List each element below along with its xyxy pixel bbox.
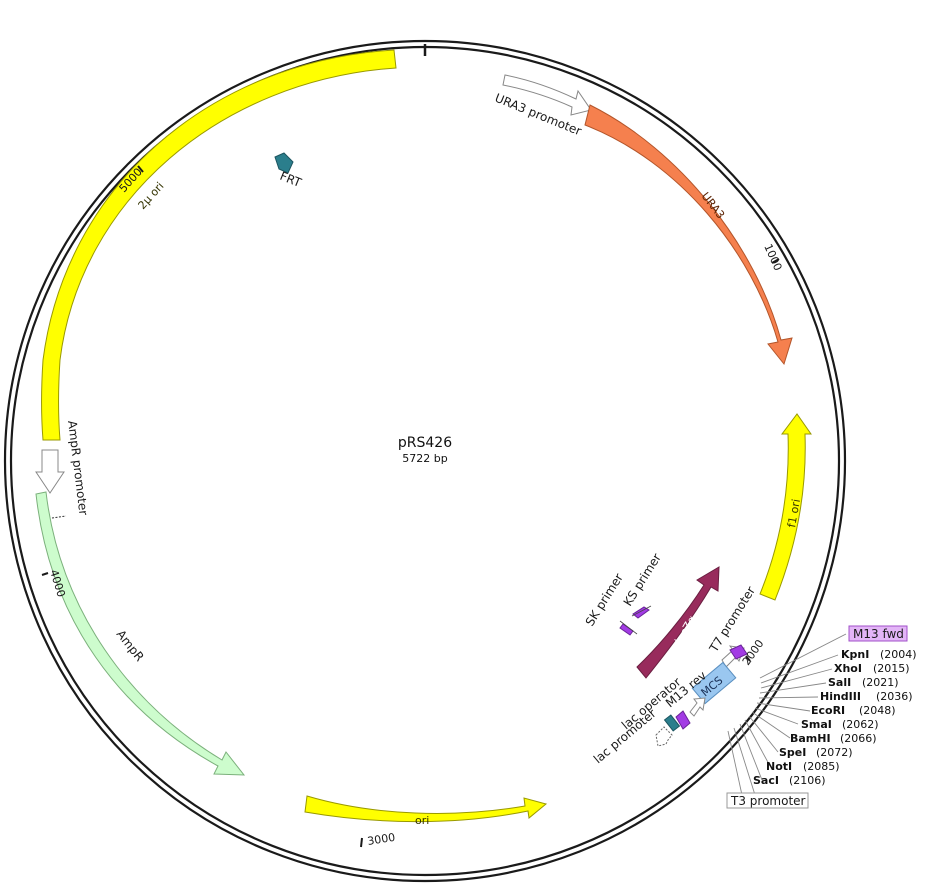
feature-lac-operator[interactable] [663,714,681,732]
label-lac-promoter: lac promoter [591,706,659,766]
label-f1-ori: f1 ori [785,498,803,529]
svg-text:BamHI: BamHI [790,732,831,745]
site-leader-lines [727,633,847,796]
feature-small-open-arrow [689,697,706,717]
svg-text:SalI: SalI [828,676,851,689]
svg-text:(2106): (2106) [789,774,826,787]
feature-ampr[interactable] [35,491,246,776]
feature-2u-ori[interactable] [41,49,397,441]
ampr-dotted-marker [51,515,67,519]
svg-text:KpnI: KpnI [841,648,869,661]
svg-text:XhoI: XhoI [834,662,862,675]
site-saci[interactable]: SacI (2106) [753,774,826,787]
tick-4000-mark [41,572,49,576]
feature-ura3-promoter[interactable] [502,74,592,116]
feature-f1-ori[interactable] [759,413,812,601]
svg-text:(2085): (2085) [803,760,840,773]
site-smai[interactable]: SmaI (2062) [801,718,879,731]
feature-ampr-promoter[interactable] [35,449,65,494]
backbone-outer [3,39,847,883]
sk-primer-line [619,620,638,635]
site-xhoi[interactable]: XhoI (2015) [834,662,910,675]
label-ks-primer: KS primer [621,551,664,609]
m13-fwd-box [848,625,908,642]
feature-frt[interactable] [274,152,294,174]
label-ori: ori [415,814,429,827]
label-sk-primer: SK primer [583,571,626,629]
feature-ks-primer[interactable] [632,606,650,619]
svg-text:(2062): (2062) [842,718,879,731]
feature-m13-rev[interactable] [675,710,691,730]
tick-2000-mark [745,655,751,662]
svg-text:(2048): (2048) [859,704,896,717]
site-ecori[interactable]: EcoRI (2048) [811,704,896,717]
tick-5000-mark [137,165,144,173]
site-noti[interactable]: NotI (2085) [766,760,840,773]
tick-1000-mark [771,258,780,264]
svg-text:HindIII: HindIII [820,690,861,703]
feature-ori[interactable] [304,795,548,823]
svg-text:(2021): (2021) [862,676,899,689]
label-ampr-promoter: AmpR promoter [65,420,91,516]
svg-text:EcoRI: EcoRI [811,704,845,717]
svg-text:NotI: NotI [766,760,792,773]
svg-text:(2004): (2004) [880,648,917,661]
tick-3000: 3000 [366,831,396,848]
ks-primer-line [631,605,652,617]
site-bamhi[interactable]: BamHI (2066) [790,732,877,745]
svg-text:(2072): (2072) [816,746,853,759]
svg-text:(2066): (2066) [840,732,877,745]
t3-promoter-box [726,792,809,809]
plasmid-name: pRS426 [398,435,452,451]
plasmid-length: 5722 bp [402,452,447,465]
site-kpni[interactable]: KpnI (2004) [841,648,917,661]
svg-text:SacI: SacI [753,774,779,787]
svg-text:SmaI: SmaI [801,718,832,731]
svg-text:SpeI: SpeI [779,746,806,759]
feature-lacza[interactable] [636,566,720,679]
svg-text:(2015): (2015) [873,662,910,675]
site-spei[interactable]: SpeI (2072) [779,746,853,759]
site-hindiii[interactable]: HindIII (2036) [820,690,913,703]
label-ampr: AmpR [114,627,147,664]
site-sali[interactable]: SalI (2021) [828,676,899,689]
svg-text:(2036): (2036) [876,690,913,703]
feature-mcs[interactable] [691,661,737,705]
feature-m13-fwd[interactable] [729,644,748,660]
feature-ura3[interactable] [584,104,793,366]
label-frt: FRT [278,169,304,190]
m13-fwd-label: M13 fwd [853,627,904,641]
tick-3000-mark [360,837,363,848]
tick-1000: 1000 [761,242,784,273]
feature-lac-promoter[interactable] [655,726,673,747]
t3-promoter-label: T3 promoter [730,794,806,808]
